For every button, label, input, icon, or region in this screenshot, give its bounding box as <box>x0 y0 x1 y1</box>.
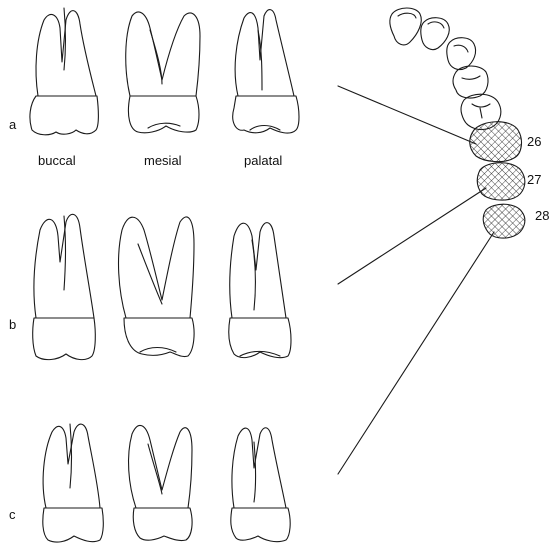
leader-line-b <box>337 187 487 285</box>
tooth-b-palatal <box>228 222 292 359</box>
tooth-c-buccal <box>42 423 104 543</box>
tooth-b-mesial <box>117 216 195 358</box>
tooth-number-27: 27 <box>527 172 542 187</box>
row-label-a: a <box>9 117 17 132</box>
leader-line-c <box>337 231 495 475</box>
arch-tooth-2 <box>420 17 450 51</box>
arch-tooth-1 <box>389 7 422 46</box>
tooth-number-28: 28 <box>535 208 550 223</box>
tooth-a-palatal <box>232 9 300 134</box>
row-label-b: b <box>9 317 17 332</box>
leader-line-a <box>337 85 477 145</box>
tooth-c-mesial <box>128 424 193 542</box>
arch-tooth-4 <box>452 65 489 99</box>
arch-tooth-26 <box>469 121 523 163</box>
view-label-mesial: mesial <box>144 153 182 168</box>
row-label-c: c <box>9 507 16 522</box>
view-label-buccal: buccal <box>38 153 76 168</box>
arch-tooth-27 <box>476 162 526 201</box>
arch-tooth-3 <box>446 37 477 71</box>
view-label-palatal: palatal <box>244 153 283 168</box>
tooth-b-buccal <box>32 213 96 361</box>
tooth-number-26: 26 <box>527 134 542 149</box>
tooth-c-palatal <box>230 427 291 543</box>
arch-tooth-28 <box>482 203 526 239</box>
tooth-a-mesial <box>125 11 201 134</box>
tooth-a-buccal <box>29 7 99 136</box>
